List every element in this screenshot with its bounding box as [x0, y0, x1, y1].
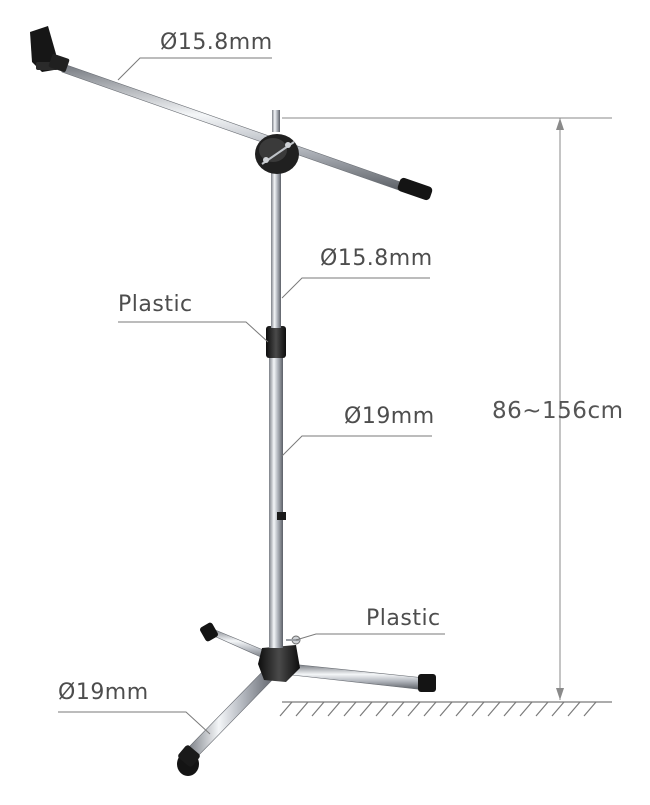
- leader-lines: [58, 57, 445, 735]
- floor-hatch-mark: [343, 701, 357, 717]
- base-material-label: Plastic: [366, 606, 441, 631]
- clutch: [266, 326, 286, 358]
- floor-hatch-mark: [279, 701, 293, 717]
- floor-hatch-mark: [359, 701, 373, 717]
- lower-tube: [269, 352, 283, 648]
- floor-hatch-mark: [535, 701, 549, 717]
- floor-hatch-mark: [327, 701, 341, 717]
- floor-hatch-mark: [519, 701, 533, 717]
- floor-hatch-mark: [567, 701, 581, 717]
- floor-hatch-mark: [551, 701, 565, 717]
- upper-tube: [271, 168, 281, 328]
- floor-hatch-mark: [295, 701, 309, 717]
- boom-diameter-label: Ø15.8mm: [160, 30, 273, 55]
- height-range-label: 86~156cm: [492, 398, 624, 424]
- floor-line: [279, 701, 612, 717]
- boom-arm: [57, 61, 433, 201]
- upper-tube-diameter-label: Ø15.8mm: [320, 246, 433, 271]
- mic-clip: [30, 26, 70, 73]
- floor-hatch-mark: [439, 701, 453, 717]
- floor-hatch-mark: [583, 701, 597, 717]
- tripod-legs: [177, 622, 436, 776]
- floor-hatch-mark: [375, 701, 389, 717]
- floor-hatch-mark: [503, 701, 517, 717]
- floor-hatch-mark: [407, 701, 421, 717]
- leg-diameter-label: Ø19mm: [58, 680, 149, 705]
- height-dimension: [282, 117, 612, 700]
- floor-hatch-mark: [487, 701, 501, 717]
- floor-hatch-mark: [311, 701, 325, 717]
- floor-hatch-mark: [471, 701, 485, 717]
- floor-hatch-mark: [391, 701, 405, 717]
- clutch-material-label: Plastic: [118, 292, 193, 317]
- lower-tube-diameter-label: Ø19mm: [344, 404, 435, 429]
- floor-hatch-mark: [423, 701, 437, 717]
- floor-hatch-mark: [455, 701, 469, 717]
